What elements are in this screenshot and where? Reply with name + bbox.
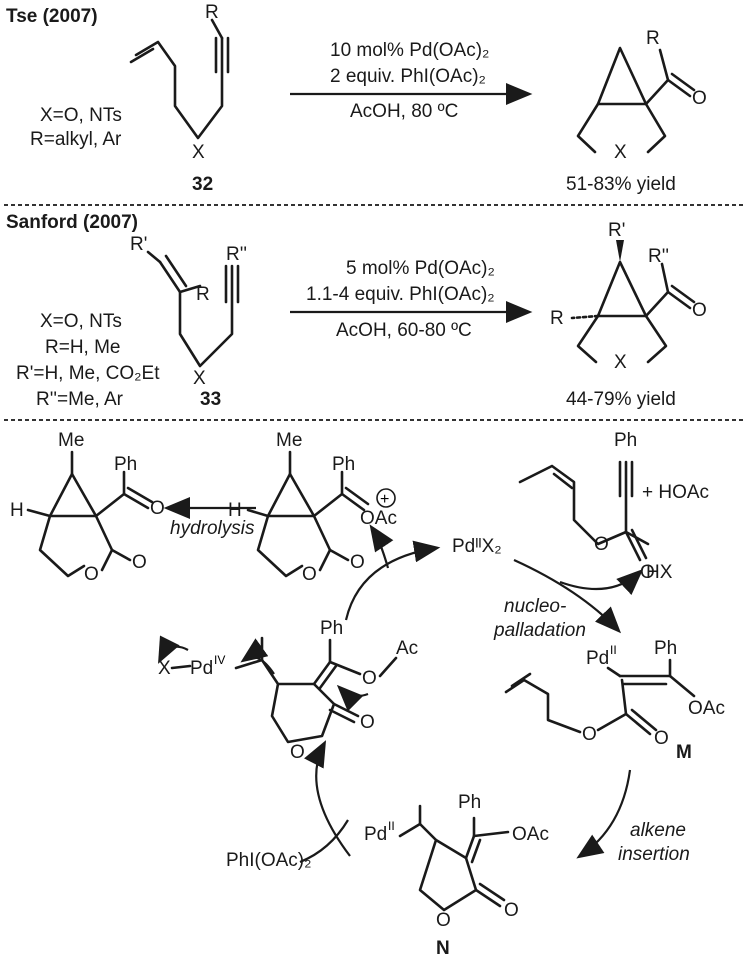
tse-condition-3: AcOH, 80 ºC bbox=[350, 101, 458, 122]
tse-product-structure: R O X bbox=[576, 28, 707, 163]
svg-text:O: O bbox=[436, 910, 451, 931]
svg-text:R': R' bbox=[608, 220, 625, 241]
sanford-substituent-1: X=O, NTs bbox=[40, 311, 122, 332]
svg-text:H: H bbox=[10, 500, 24, 521]
alkene-insertion-label-2: insertion bbox=[618, 844, 690, 865]
oxidation-arrow bbox=[304, 740, 351, 857]
oxocarbenium-intermediate: Me H Ph + OAc O O bbox=[228, 430, 397, 585]
nucleopalladation-label-2: palladation bbox=[493, 620, 586, 641]
sanford-product-structure: R' R'' R O X bbox=[550, 220, 707, 373]
intermediate-n-label: N bbox=[436, 938, 450, 959]
tse-condition-2: 2 equiv. PhI(OAc)₂ bbox=[330, 66, 486, 87]
svg-text:Ph: Ph bbox=[614, 430, 637, 451]
svg-text:O: O bbox=[640, 562, 655, 583]
tse-substituent-1: X=O, NTs bbox=[40, 105, 122, 126]
svg-text:Pd: Pd bbox=[364, 824, 387, 845]
compound-33-label: 33 bbox=[200, 389, 221, 410]
hydrolysis-label: hydrolysis bbox=[170, 518, 255, 539]
svg-text:R: R bbox=[205, 2, 219, 23]
nucleopalladation-arrow bbox=[513, 558, 622, 634]
reductive-elimination-arrow bbox=[344, 540, 441, 621]
svg-text:R': R' bbox=[130, 234, 147, 255]
catalyst-pd-x2: PdᴵᴵX₂ bbox=[452, 536, 502, 557]
svg-text:R'': R'' bbox=[648, 246, 669, 267]
substrate-33-structure: R' R R'' X bbox=[130, 234, 247, 389]
svg-text:Me: Me bbox=[58, 430, 84, 451]
product-release-arrow bbox=[369, 524, 394, 569]
svg-text:Ph: Ph bbox=[458, 792, 481, 813]
svg-text:Ph: Ph bbox=[114, 454, 137, 475]
nucleopalladation-label-1: nucleo- bbox=[504, 596, 566, 617]
svg-text:Me: Me bbox=[276, 430, 302, 451]
svg-text:R: R bbox=[196, 284, 210, 305]
final-product-structure: Me H Ph O O O bbox=[10, 430, 165, 585]
svg-text:H: H bbox=[228, 500, 242, 521]
svg-text:II: II bbox=[388, 819, 395, 833]
svg-text:O: O bbox=[290, 742, 305, 763]
alkene-insertion-label-1: alkene bbox=[630, 820, 686, 841]
svg-text:Pd: Pd bbox=[190, 658, 213, 679]
svg-text:Ph: Ph bbox=[654, 638, 677, 659]
sanford-substituent-4: R''=Me, Ar bbox=[36, 389, 124, 410]
sanford-title: Sanford (2007) bbox=[6, 212, 138, 233]
pd-iv-intermediate-structure: X Pd IV Ph O Ac O O bbox=[158, 618, 418, 763]
svg-text:II: II bbox=[610, 643, 617, 657]
svg-text:O: O bbox=[582, 724, 597, 745]
svg-text:O: O bbox=[362, 668, 377, 689]
svg-text:O: O bbox=[594, 534, 609, 555]
svg-text:Ph: Ph bbox=[320, 618, 343, 639]
oxidant-entry-arrow bbox=[299, 819, 349, 864]
svg-text:X: X bbox=[193, 368, 206, 389]
svg-text:Ac: Ac bbox=[396, 638, 418, 659]
svg-text:OAc: OAc bbox=[512, 824, 549, 845]
tse-substituent-2: R=alkyl, Ar bbox=[30, 129, 122, 150]
svg-text:O: O bbox=[692, 88, 707, 109]
svg-text:Pd: Pd bbox=[586, 648, 609, 669]
svg-text:OAc: OAc bbox=[688, 698, 725, 719]
svg-text:X: X bbox=[192, 142, 205, 163]
sanford-condition-3: AcOH, 60-80 ºC bbox=[336, 320, 472, 341]
svg-text:O: O bbox=[150, 498, 165, 519]
sanford-substituent-3: R'=H, Me, CO₂Et bbox=[16, 363, 160, 384]
svg-text:X: X bbox=[158, 658, 171, 679]
alkyne-substrate-structure: Ph O O bbox=[518, 430, 655, 583]
alkene-insertion-arrow bbox=[576, 769, 632, 859]
svg-text:O: O bbox=[302, 564, 317, 585]
tse-yield: 51-83% yield bbox=[566, 174, 676, 195]
intermediate-m-label: M bbox=[676, 742, 692, 763]
svg-text:O: O bbox=[360, 712, 375, 733]
svg-text:O: O bbox=[504, 900, 519, 921]
svg-text:O: O bbox=[132, 552, 147, 573]
svg-text:OAc: OAc bbox=[360, 508, 397, 529]
tse-condition-1: 10 mol% Pd(OAc)₂ bbox=[330, 40, 489, 61]
svg-text:R'': R'' bbox=[226, 244, 247, 265]
intermediate-m-structure: Ph Pd II OAc O O bbox=[504, 638, 725, 749]
svg-text:Ph: Ph bbox=[332, 454, 355, 475]
hx-release-arrow bbox=[559, 568, 644, 596]
svg-text:X: X bbox=[614, 352, 627, 373]
svg-text:R: R bbox=[550, 308, 564, 329]
svg-text:O: O bbox=[350, 552, 365, 573]
sanford-condition-1: 5 mol% Pd(OAc)₂ bbox=[346, 258, 495, 279]
svg-text:O: O bbox=[84, 564, 99, 585]
svg-text:+: + bbox=[380, 491, 389, 508]
svg-text:R: R bbox=[646, 28, 660, 49]
additive-hoac: + HOAc bbox=[642, 482, 709, 503]
sanford-yield: 44-79% yield bbox=[566, 389, 676, 410]
byproduct-hx: HX bbox=[646, 562, 673, 583]
intermediate-n-structure: Ph Pd II OAc O O bbox=[364, 792, 549, 931]
sanford-substituent-2: R=H, Me bbox=[45, 337, 121, 358]
oxidant-label: PhI(OAc)₂ bbox=[226, 850, 312, 871]
substrate-32-structure: R X bbox=[129, 2, 230, 163]
svg-text:O: O bbox=[692, 300, 707, 321]
svg-text:X: X bbox=[614, 142, 627, 163]
compound-32-label: 32 bbox=[192, 174, 213, 195]
sanford-condition-2: 1.1-4 equiv. PhI(OAc)₂ bbox=[306, 284, 495, 305]
svg-text:IV: IV bbox=[214, 653, 225, 667]
tse-title: Tse (2007) bbox=[6, 6, 98, 27]
svg-text:O: O bbox=[654, 728, 669, 749]
